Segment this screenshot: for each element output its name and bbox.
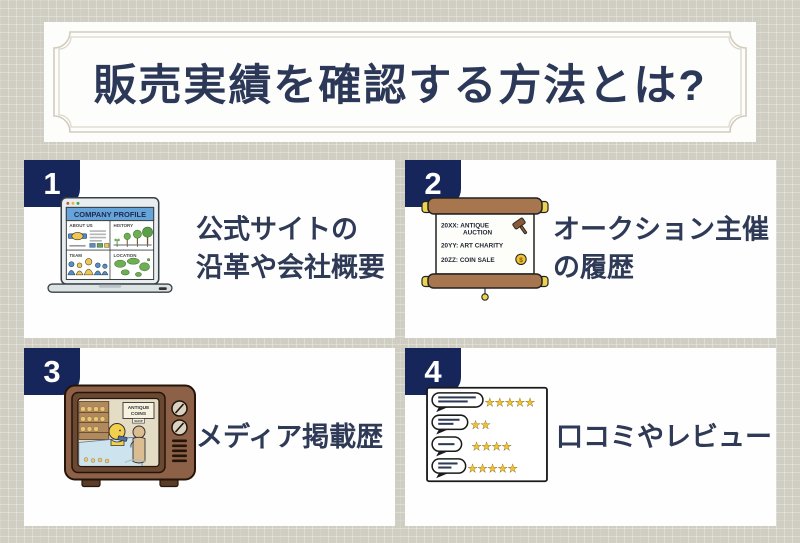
auction-scroll-icon: 20XX: ANTIQUE AUCTION 20YY: ART CHARITY … — [421, 197, 549, 301]
laptop-port — [158, 287, 167, 290]
reviews-illustration: ★★★★★ ★★ ★★★★ — [425, 386, 549, 489]
tv-illustration: ANTIQUE COINS SHOP — [62, 380, 200, 495]
scroll-illustration: 20XX: ANTIQUE AUCTION 20YY: ART CHARITY … — [419, 191, 551, 308]
section-team-label: TEAM — [69, 253, 82, 258]
webpage-header-bar — [65, 206, 155, 222]
title-banner: 販売実績を確認する方法とは? — [44, 22, 756, 142]
sign-tag: SHOP — [134, 419, 143, 423]
section-location-label: LOCATION — [114, 253, 137, 258]
case-coins — [83, 457, 110, 464]
coin-symbol: $ — [519, 257, 523, 264]
window-dot-yellow — [71, 201, 75, 205]
sign-line1: ANTIQUE — [128, 405, 150, 411]
customer-character — [130, 425, 146, 464]
star-rating-5: ★★★★★ — [468, 463, 518, 475]
section-history-label: HISTORY — [114, 223, 134, 228]
growth-timeline-icon — [113, 226, 153, 248]
card-label-line2: 沿革や会社概要 — [196, 253, 385, 283]
laptop-base — [47, 283, 173, 293]
text-lines — [89, 230, 106, 242]
page-title: 販売実績を確認する方法とは? — [93, 62, 707, 110]
laptop-illustration: COMPANY PROFILE ABOUT US — [44, 196, 178, 303]
scroll-line1b: AUCTION — [463, 230, 492, 237]
card-label-line1: 口コミやレビュー — [556, 421, 772, 452]
card-label-line1: メディア掲載歴 — [196, 421, 384, 452]
cards-grid: 1 COMPANY PROFILE ABOUT US — [24, 160, 776, 526]
section-about-label: ABOUT US — [69, 223, 92, 228]
card-label-line1: オークション主催 — [553, 214, 769, 245]
tv-speaker-grille — [172, 439, 187, 463]
star-rating-2: ★★ — [471, 419, 491, 431]
number-badge-1: 1 — [24, 160, 80, 207]
sign-line2: COINS — [131, 411, 147, 417]
review-row-4: ★★★★★ — [431, 458, 518, 479]
card-label-line2: の履歴 — [553, 253, 634, 283]
scroll-line2: 20YY: ART CHARITY — [441, 243, 504, 250]
shelf-coins — [80, 406, 106, 432]
card-label-line1: 公式サイトの — [196, 214, 358, 245]
card-label: オークション主催 の履歴 — [553, 211, 769, 288]
decorative-frame — [53, 31, 747, 133]
card-label: 口コミやレビュー — [556, 418, 772, 456]
shop-sign: ANTIQUE COINS SHOP — [122, 402, 155, 424]
frame-inner-line — [58, 36, 742, 128]
scroll-line1a: 20XX: ANTIQUE — [441, 223, 490, 230]
card-auction-history: 2 20XX: ANTIQUE AUCTION 20YY: ART CHARIT… — [405, 160, 776, 338]
world-map-icon — [114, 257, 151, 277]
frame-outer-line — [53, 31, 747, 133]
gavel-icon — [512, 217, 528, 235]
cta-buttons — [89, 243, 110, 248]
review-row-2: ★★ — [431, 414, 491, 435]
review-row-1: ★★★★★ — [431, 392, 535, 413]
review-row-3: ★★★★ — [431, 436, 512, 457]
card-reviews: 4 ★★★★★ ★★ — [405, 348, 776, 526]
card-label: 公式サイトの 沿革や会社概要 — [196, 211, 385, 288]
window-dot-red — [66, 201, 70, 205]
shopkeeper-character — [108, 423, 128, 446]
card-label: メディア掲載歴 — [196, 418, 383, 456]
scroll-rod-bottom — [427, 273, 543, 289]
review-bubbles-icon: ★★★★★ ★★ ★★★★ — [426, 386, 548, 483]
star-rating-4: ★★★★ — [472, 441, 512, 453]
laptop-company-profile-icon: COMPANY PROFILE ABOUT US — [47, 197, 173, 293]
text-bar — [69, 244, 86, 247]
card-official-site: 1 COMPANY PROFILE ABOUT US — [24, 160, 395, 338]
webpage-title: COMPANY PROFILE — [74, 210, 146, 219]
tv-knobs — [171, 400, 188, 436]
laptop-notch — [98, 284, 122, 288]
team-people-icon — [67, 258, 109, 276]
floor-shine — [124, 459, 147, 464]
review-panel — [426, 386, 548, 483]
handshake-icon — [68, 232, 87, 241]
scroll-line3: 20ZZ: COIN SALE — [441, 257, 495, 264]
tv-scene: ANTIQUE COINS SHOP — [78, 401, 155, 466]
coin-icon: $ — [515, 253, 527, 266]
card-media-coverage: 3 — [24, 348, 395, 526]
retro-tv-icon: ANTIQUE COINS SHOP — [64, 384, 196, 488]
star-rating-5: ★★★★★ — [485, 397, 535, 409]
window-dot-green — [76, 201, 80, 205]
scroll-rod-top — [427, 197, 543, 215]
pull-knob — [481, 293, 489, 301]
